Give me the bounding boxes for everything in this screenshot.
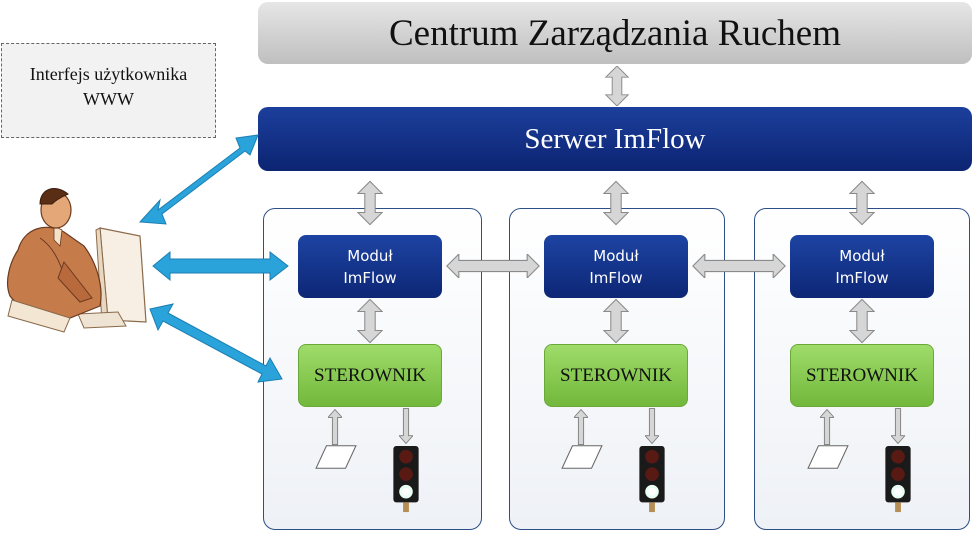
sensor-input-arrow [574, 409, 588, 445]
module3-controller-arrow [849, 298, 875, 344]
server-module3-arrow [849, 180, 875, 226]
module-label-line1: Moduł [347, 246, 393, 265]
sensor-input-arrow [820, 409, 834, 445]
detector-sensor-icon [807, 445, 849, 469]
module1-controller-arrow [357, 298, 383, 344]
traffic-management-center-label: Centrum Zarządzania Ruchem [388, 12, 842, 54]
module-label-line2: ImFlow [343, 268, 397, 287]
signal-output-arrow [891, 408, 905, 444]
module1-module2-arrow [446, 254, 540, 278]
signal-output-arrow [399, 408, 413, 444]
traffic-management-center: Centrum Zarządzania Ruchem [258, 2, 972, 64]
signal-output-arrow [645, 408, 659, 444]
node-1-field-devices [315, 408, 419, 513]
user-server-arrow [138, 134, 259, 225]
controller-label: STEROWNIK [314, 364, 426, 386]
controller-3: STEROWNIK [790, 344, 934, 407]
user-connection-arrows [138, 134, 289, 383]
module-label-line2: ImFlow [835, 268, 889, 287]
imflow-server-label: Serwer ImFlow [524, 122, 706, 155]
imflow-module-2: Moduł ImFlow [544, 235, 688, 298]
module-label-line1: Moduł [593, 246, 639, 265]
user-module-arrow [152, 250, 289, 282]
node-2-field-devices [561, 408, 665, 513]
module2-controller-arrow [603, 298, 629, 344]
node-3-field-devices [807, 408, 911, 513]
web-interface-line1: Interfejs użytkownika [29, 64, 188, 84]
controller-2: STEROWNIK [544, 344, 688, 407]
traffic-light-icon [639, 446, 665, 513]
server-module2-arrow [603, 180, 629, 226]
czr-server-arrow [605, 66, 629, 106]
module-label-line2: ImFlow [589, 268, 643, 287]
sensor-input-arrow [328, 409, 342, 445]
user-controller-arrow [149, 303, 283, 383]
user-at-computer-icon [6, 188, 147, 333]
detector-sensor-icon [315, 445, 357, 469]
imflow-server: Serwer ImFlow [258, 107, 972, 171]
traffic-light-icon [393, 446, 419, 513]
controller-1: STEROWNIK [298, 344, 442, 407]
web-interface-line2: WWW [83, 89, 134, 109]
module-label-line1: Moduł [839, 246, 885, 265]
server-module1-arrow [357, 180, 383, 226]
web-user-interface-box: Interfejs użytkownika WWW [1, 43, 216, 138]
imflow-module-3: Moduł ImFlow [790, 235, 934, 298]
imflow-module-1: Moduł ImFlow [298, 235, 442, 298]
controller-label: STEROWNIK [560, 364, 672, 386]
detector-sensor-icon [561, 445, 603, 469]
module2-module3-arrow [692, 254, 786, 278]
controller-label: STEROWNIK [806, 364, 918, 386]
traffic-light-icon [885, 446, 911, 513]
